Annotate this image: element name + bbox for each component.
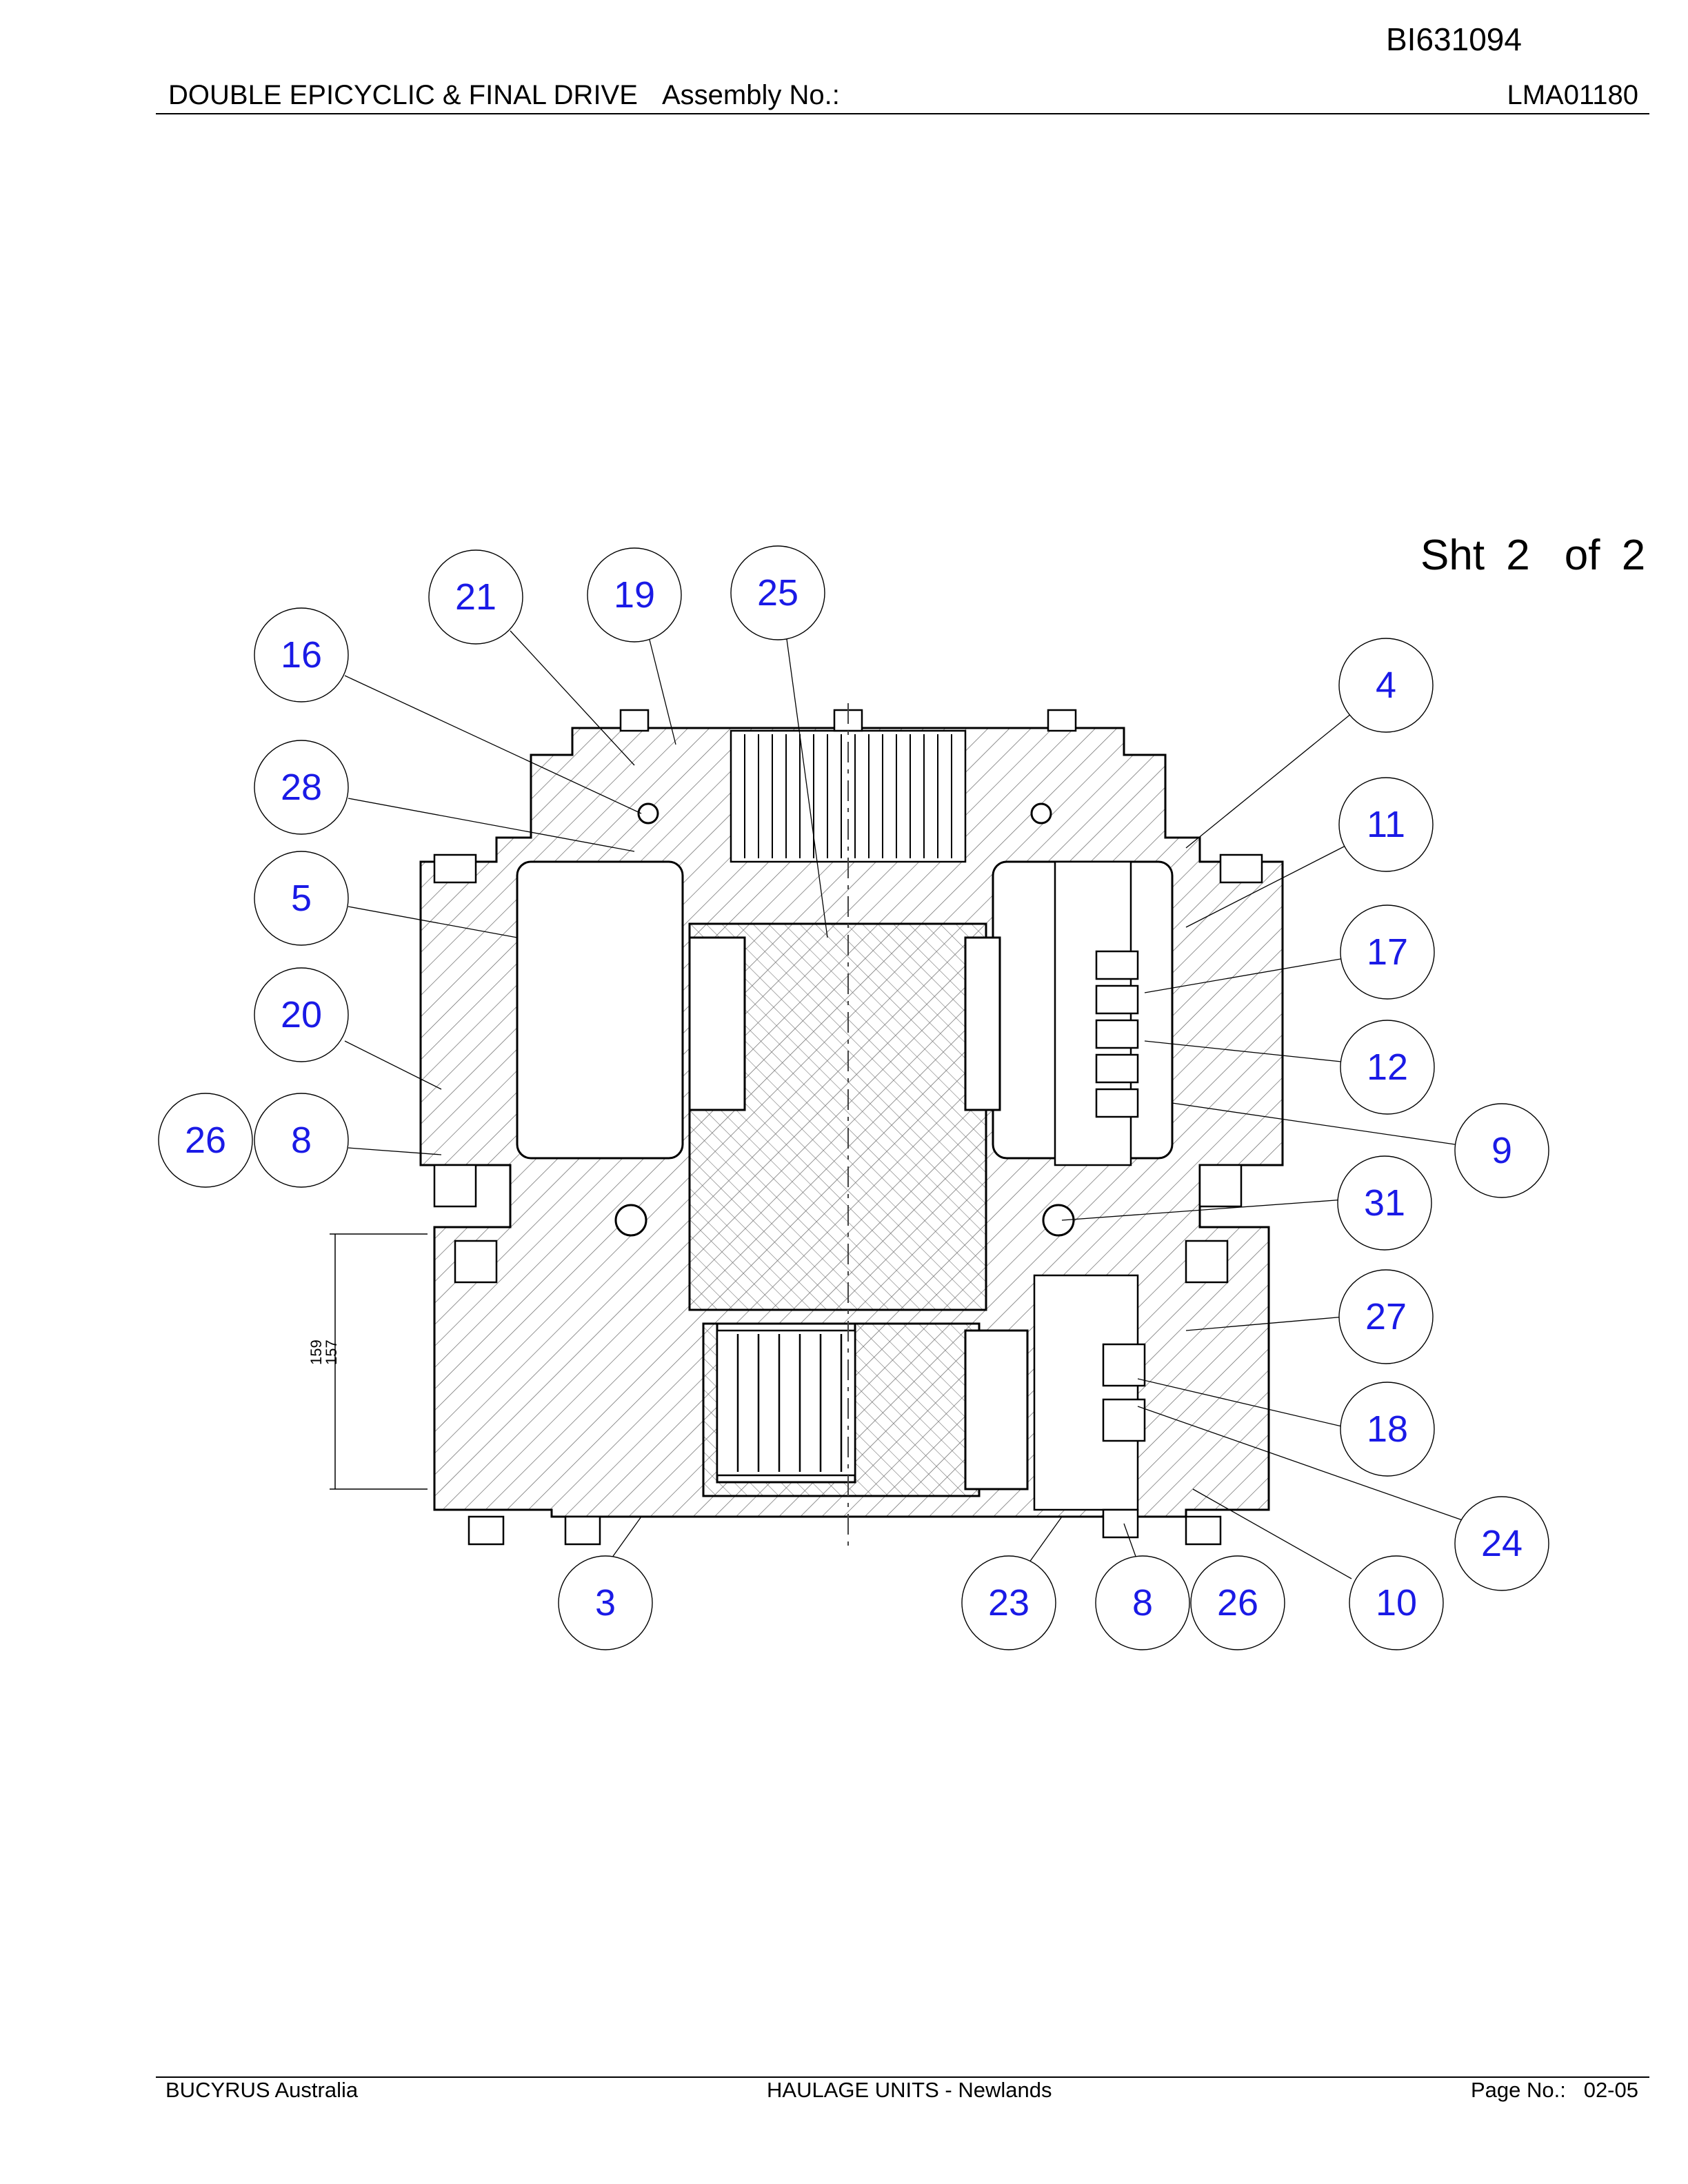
balloon-24 bbox=[1454, 1496, 1549, 1591]
balloon-8-left bbox=[254, 1093, 349, 1188]
doc-code: BI631094 bbox=[1386, 21, 1522, 57]
footer-rule bbox=[156, 2076, 1649, 2078]
balloon-18 bbox=[1340, 1382, 1435, 1477]
balloon-label: 27 bbox=[1365, 1296, 1407, 1337]
balloon-label: 10 bbox=[1376, 1582, 1417, 1624]
balloon-label: 19 bbox=[614, 574, 655, 616]
balloon-27 bbox=[1338, 1269, 1434, 1364]
balloon-label: 24 bbox=[1481, 1523, 1523, 1564]
balloon-11 bbox=[1338, 777, 1434, 872]
balloon-16 bbox=[254, 607, 349, 702]
balloon-3 bbox=[558, 1555, 653, 1650]
page-label: Page No.: bbox=[1470, 2078, 1566, 2102]
balloon-label: 12 bbox=[1367, 1046, 1408, 1088]
balloon-label: 17 bbox=[1367, 931, 1408, 973]
balloon-26-bottom bbox=[1190, 1555, 1285, 1650]
gear-teeth bbox=[744, 734, 952, 858]
balloon-4 bbox=[1338, 638, 1434, 733]
balloon-label: 28 bbox=[281, 767, 322, 808]
balloon-25 bbox=[730, 545, 825, 640]
sheet-label: Sht 2 of 2 bbox=[1420, 531, 1645, 580]
balloon-12 bbox=[1340, 1020, 1435, 1115]
balloon-label: 16 bbox=[281, 634, 322, 676]
balloon-10 bbox=[1349, 1555, 1444, 1650]
balloon-label: 11 bbox=[1367, 804, 1405, 845]
dimension-lower: 157 bbox=[323, 1339, 340, 1365]
balloon-23 bbox=[961, 1555, 1056, 1650]
balloon-label: 21 bbox=[455, 576, 496, 618]
balloon-19 bbox=[587, 547, 682, 643]
sheet-number: Sht 2 bbox=[1420, 532, 1530, 579]
balloon-28 bbox=[254, 740, 349, 835]
balloon-label: 20 bbox=[281, 994, 322, 1035]
balloon-label: 5 bbox=[291, 878, 312, 919]
balloon-label: 18 bbox=[1367, 1408, 1408, 1450]
balloon-21 bbox=[428, 549, 523, 645]
fasteners bbox=[433, 709, 1263, 1546]
balloon-label: 31 bbox=[1364, 1182, 1405, 1224]
footer-company: BUCYRUS Australia bbox=[165, 2078, 359, 2102]
bearing-balls bbox=[614, 802, 1075, 1237]
balloon-8-bottom bbox=[1095, 1555, 1190, 1650]
assembly-label: Assembly No.: bbox=[662, 80, 840, 110]
item-balloons bbox=[158, 545, 1549, 1650]
balloon-31 bbox=[1337, 1155, 1432, 1251]
balloon-label: 8 bbox=[1132, 1582, 1153, 1624]
page-number: 02-05 bbox=[1583, 2078, 1638, 2102]
assembly-number: LMA01180 bbox=[1507, 80, 1638, 110]
balloon-17 bbox=[1340, 904, 1435, 1000]
bottom-roller bbox=[716, 1329, 856, 1477]
balloon-20 bbox=[254, 967, 349, 1062]
balloon-9 bbox=[1454, 1103, 1549, 1198]
balloon-5 bbox=[254, 851, 349, 946]
balloon-label: 8 bbox=[291, 1120, 312, 1161]
planet-stacks bbox=[1033, 860, 1146, 1511]
balloon-label: 9 bbox=[1491, 1130, 1512, 1171]
footer-department: HAULAGE UNITS - Newlands bbox=[767, 2078, 1052, 2102]
drawing-title: DOUBLE EPICYCLIC & FINAL DRIVE bbox=[168, 80, 638, 110]
balloon-labels: 21 19 25 16 28 5 20 26 8 4 11 17 12 9 31… bbox=[185, 572, 1523, 1624]
header-rule bbox=[156, 113, 1649, 114]
balloon-label: 26 bbox=[185, 1120, 226, 1161]
balloon-label: 26 bbox=[1217, 1582, 1258, 1624]
balloon-label: 25 bbox=[757, 572, 798, 614]
dimension-upper: 159 bbox=[308, 1339, 325, 1365]
leader-lines bbox=[344, 630, 1473, 1579]
balloon-26-left bbox=[158, 1093, 253, 1188]
dimension bbox=[330, 1233, 428, 1490]
footer-page: Page No.: 02-05 bbox=[1471, 2078, 1638, 2103]
balloon-label: 23 bbox=[988, 1582, 1029, 1624]
balloon-label: 4 bbox=[1376, 665, 1396, 706]
balloon-label: 3 bbox=[595, 1582, 616, 1624]
sheet-total: of 2 bbox=[1564, 532, 1646, 579]
